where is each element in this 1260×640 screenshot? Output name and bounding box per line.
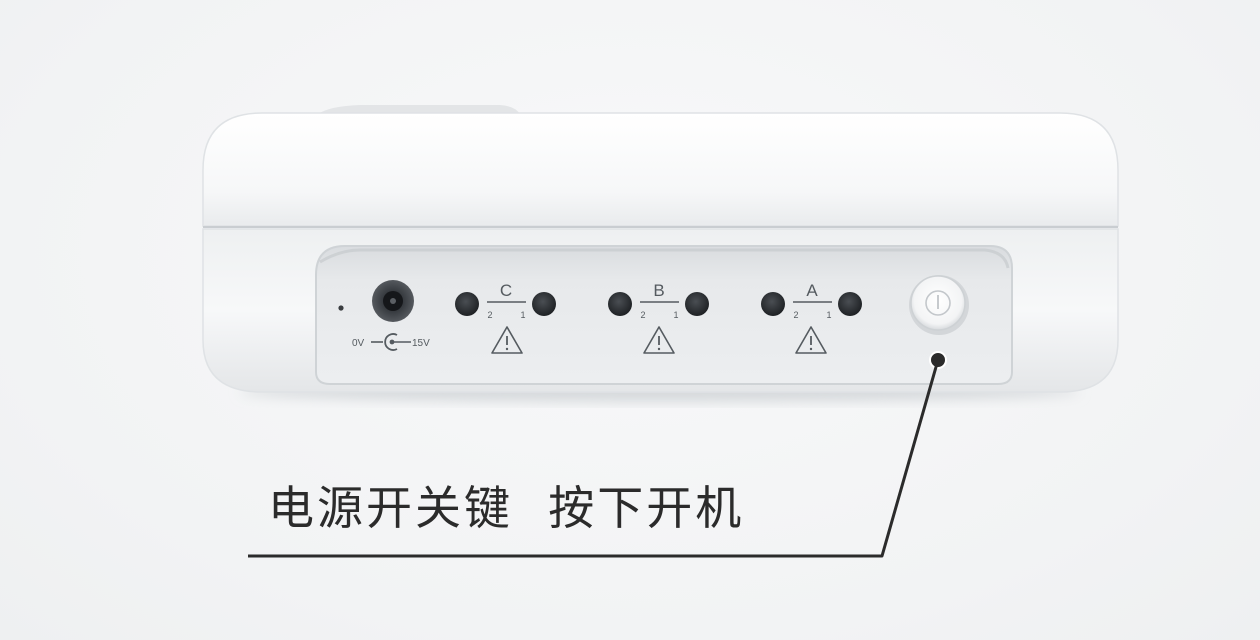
channel-c-socket-1[interactable] bbox=[532, 292, 556, 316]
power-button[interactable] bbox=[909, 275, 969, 335]
channel-c-pin-2: 2 bbox=[487, 310, 492, 320]
channel-c-pin-1: 1 bbox=[520, 310, 525, 320]
channel-b-pin-1: 1 bbox=[673, 310, 678, 320]
channel-b-label: B bbox=[653, 281, 664, 300]
warning-icon bbox=[795, 326, 827, 354]
channel-c-socket-2[interactable] bbox=[455, 292, 479, 316]
warning-icon bbox=[643, 326, 675, 354]
channel-c-label: C bbox=[500, 281, 512, 300]
channel-b-pin-2: 2 bbox=[640, 310, 645, 320]
channel-a-label: A bbox=[806, 281, 818, 300]
channel-a-pin-1: 1 bbox=[826, 310, 831, 320]
jack-left-label: 0V bbox=[352, 338, 365, 349]
dc-power-jack[interactable] bbox=[372, 280, 414, 322]
channel-b-group: B 2 1 bbox=[608, 281, 709, 354]
polarity-symbol: 0V 15V bbox=[352, 333, 430, 351]
power-icon bbox=[925, 290, 951, 316]
channel-c-group: C 2 1 bbox=[455, 281, 556, 354]
channel-a-socket-2[interactable] bbox=[761, 292, 785, 316]
top-cap-edge bbox=[318, 105, 520, 114]
indicator-led bbox=[338, 305, 344, 311]
channel-a-pin-2: 2 bbox=[793, 310, 798, 320]
channel-b-socket-2[interactable] bbox=[608, 292, 632, 316]
channel-a-socket-1[interactable] bbox=[838, 292, 862, 316]
callout-leader bbox=[248, 351, 947, 558]
jack-right-label: 15V bbox=[412, 338, 430, 349]
power-button-caption: 电源开关键 按下开机 bbox=[268, 481, 745, 535]
warning-icon bbox=[491, 326, 523, 354]
connector-panel bbox=[315, 245, 1013, 385]
channel-b-socket-1[interactable] bbox=[685, 292, 709, 316]
channel-a-group: A 2 1 bbox=[761, 281, 862, 354]
upper-shell bbox=[202, 112, 1119, 227]
